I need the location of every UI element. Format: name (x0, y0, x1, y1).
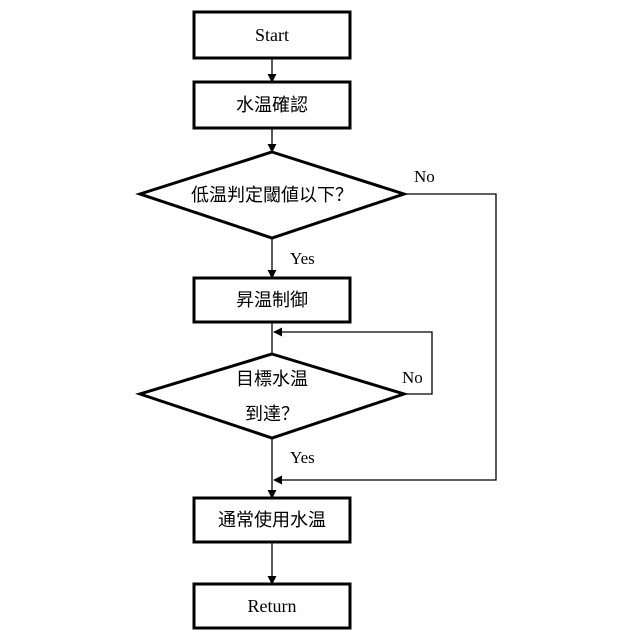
arrow-decision-no-bypass (274, 194, 496, 480)
normal-temp-label: 通常使用水温 (218, 510, 326, 531)
heating-node: 昇温制御 (194, 278, 350, 322)
target-label-line1: 目標水温 (236, 369, 308, 390)
edge-label-yes-2: Yes (290, 448, 315, 467)
low-threshold-decision: 低温判定閾値以下？ (140, 152, 404, 238)
return-node: Return (194, 584, 350, 628)
return-label: Return (248, 596, 297, 616)
start-label: Start (255, 25, 289, 45)
edge-label-yes-1: Yes (290, 249, 315, 268)
low-threshold-label: 低温判定閾値以下？ (191, 185, 353, 206)
target-label-line2: 到達？ (245, 404, 299, 425)
normal-temp-node: 通常使用水温 (194, 498, 350, 542)
edge-label-no-1: No (414, 167, 435, 186)
edge-label-no-2: No (402, 368, 423, 387)
check-temp-node: 水温確認 (194, 82, 350, 128)
start-node: Start (194, 12, 350, 58)
check-temp-label: 水温確認 (236, 95, 308, 116)
target-decision: 目標水温 到達？ (140, 354, 404, 438)
heating-label: 昇温制御 (236, 290, 308, 311)
